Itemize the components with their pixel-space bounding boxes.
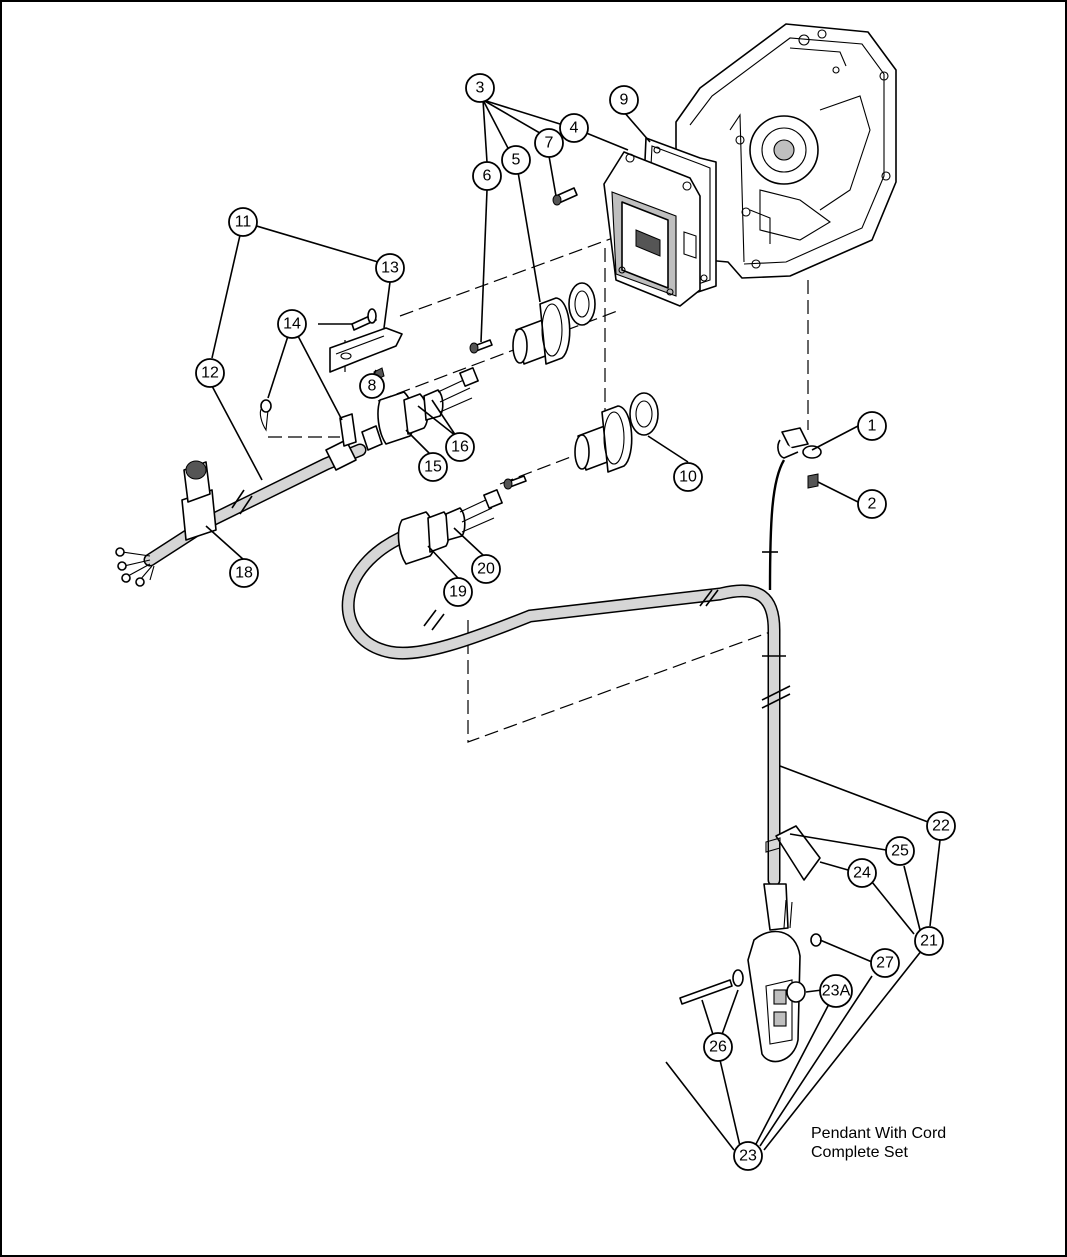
callout-12: 12 xyxy=(195,358,225,388)
leader-lines xyxy=(205,99,941,1151)
callout-label: 1 xyxy=(868,418,877,435)
callout-7: 7 xyxy=(534,128,564,158)
callout-15: 15 xyxy=(418,452,448,482)
callout-21: 21 xyxy=(914,926,944,956)
callout-label: 14 xyxy=(283,316,301,333)
callout-label: 19 xyxy=(449,584,467,601)
hoist-housing xyxy=(675,23,897,279)
callout-18: 18 xyxy=(229,558,259,588)
caption-line-1: Pendant With Cord xyxy=(811,1125,946,1142)
callout-label: 18 xyxy=(235,565,253,582)
callout-label: 5 xyxy=(512,152,521,169)
callout-label: 22 xyxy=(932,818,950,835)
screw-7 xyxy=(552,187,578,206)
callout-16: 16 xyxy=(445,432,475,462)
callout-23a: 23A xyxy=(819,974,853,1008)
callout-label: 3 xyxy=(476,80,485,97)
callout-8: 8 xyxy=(359,373,385,399)
callout-1: 1 xyxy=(857,411,887,441)
callout-label: 25 xyxy=(891,843,909,860)
washer-10 xyxy=(629,392,659,436)
caption-line-2: Complete Set xyxy=(811,1144,908,1161)
washer-top xyxy=(568,282,596,326)
bracket-13 xyxy=(329,327,403,381)
callout-label: 8 xyxy=(368,378,377,395)
callout-25: 25 xyxy=(885,836,915,866)
cable-gland-15 xyxy=(325,367,479,471)
callout-label: 7 xyxy=(545,135,554,152)
callout-label: 23A xyxy=(822,983,851,1000)
callout-20: 20 xyxy=(471,554,501,584)
callout-11: 11 xyxy=(228,207,258,237)
callout-label: 21 xyxy=(920,933,938,950)
callout-27: 27 xyxy=(870,948,900,978)
callout-6: 6 xyxy=(472,161,502,191)
callout-5: 5 xyxy=(501,145,531,175)
callout-10: 10 xyxy=(673,462,703,492)
callout-13: 13 xyxy=(375,253,405,283)
callout-label: 24 xyxy=(853,865,871,882)
callout-22: 22 xyxy=(926,811,956,841)
callout-label: 6 xyxy=(483,168,492,185)
pin-14 xyxy=(259,308,377,432)
callout-23: 23 xyxy=(733,1141,763,1171)
callout-label: 11 xyxy=(235,214,252,231)
callout-label: 13 xyxy=(381,260,399,277)
receptacle-block xyxy=(603,151,701,307)
callout-3: 3 xyxy=(465,73,495,103)
callout-label: 12 xyxy=(201,365,219,382)
callout-4: 4 xyxy=(559,113,589,143)
callout-label: 9 xyxy=(620,92,629,109)
callout-label: 20 xyxy=(477,561,495,578)
assembly-lines xyxy=(268,227,809,743)
pendant-body xyxy=(679,825,822,1063)
callout-26: 26 xyxy=(703,1032,733,1062)
callout-9: 9 xyxy=(609,85,639,115)
callout-label: 10 xyxy=(679,469,697,486)
pendant-cord-loop xyxy=(341,523,791,887)
cable-clamp-18 xyxy=(181,460,217,541)
cord-gland-19 xyxy=(397,489,503,565)
flange-fitting-lower xyxy=(574,405,633,473)
callout-24: 24 xyxy=(847,858,877,888)
callout-2: 2 xyxy=(857,489,887,519)
callout-label: 27 xyxy=(876,955,894,972)
flange-fitting-5 xyxy=(512,297,571,365)
callout-label: 16 xyxy=(451,439,469,456)
screw-6 xyxy=(469,339,493,354)
callout-label: 26 xyxy=(709,1039,727,1056)
callout-label: 2 xyxy=(868,496,877,513)
callout-14: 14 xyxy=(277,309,307,339)
callout-label: 4 xyxy=(570,120,579,137)
screw-lower xyxy=(503,475,527,490)
callout-19: 19 xyxy=(443,577,473,607)
callout-label: 23 xyxy=(739,1148,757,1165)
callout-label: 15 xyxy=(424,459,442,476)
suspension-cord xyxy=(762,427,822,591)
